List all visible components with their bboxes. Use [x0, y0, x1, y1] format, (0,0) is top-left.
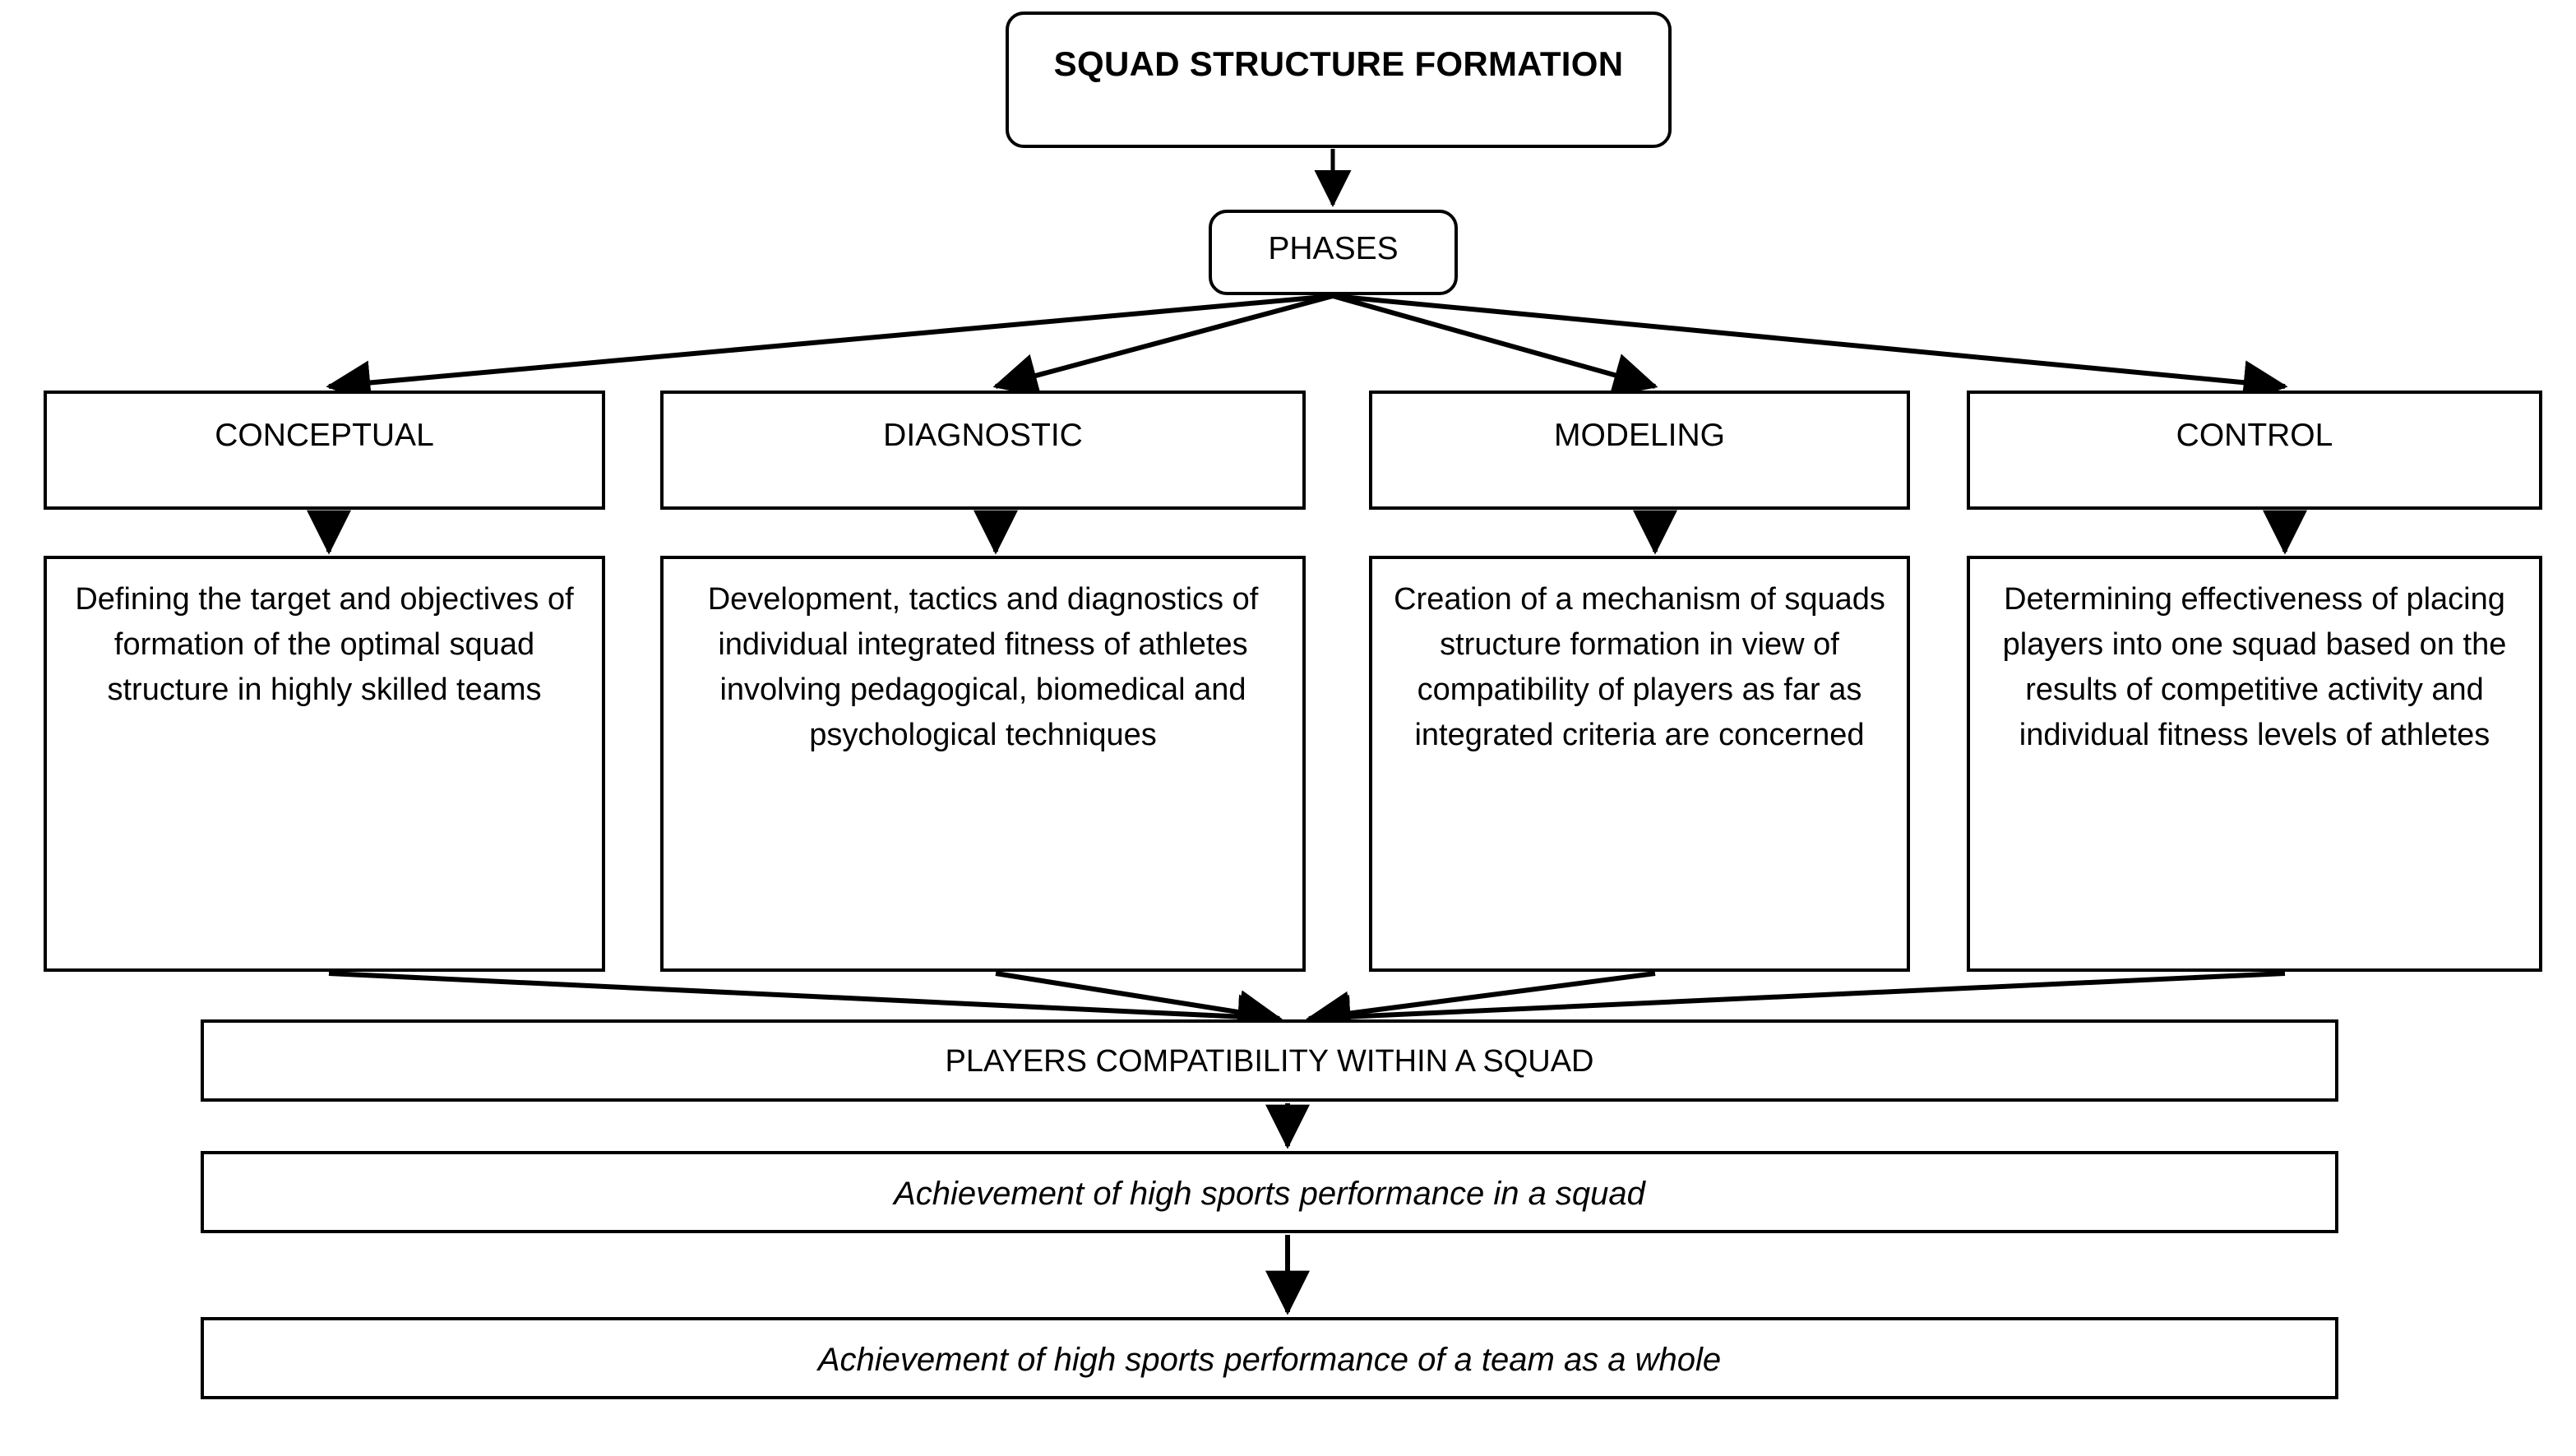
edge-phases-to-diagnostic	[992, 294, 1334, 398]
edge-phases-to-control	[1332, 294, 2288, 405]
node-phase-conceptual: CONCEPTUAL	[44, 391, 605, 510]
outcome-label: Achievement of high sports performance o…	[817, 1342, 1722, 1378]
edge-desc1-to-compatibility	[328, 971, 1283, 1039]
node-phase-control: CONTROL	[1967, 391, 2542, 510]
outcome-label: PLAYERS COMPATIBILITY WITHIN A SQUAD	[945, 1044, 1594, 1079]
edge-desc2-to-compatibility	[995, 971, 1283, 1034]
phases-label: PHASES	[1268, 231, 1399, 266]
node-team-performance: Achievement of high sports performance o…	[201, 1317, 2338, 1399]
phase-description-label: Determining effectiveness of placing pla…	[2002, 582, 2507, 753]
edge-phases-to-modeling	[1332, 294, 1658, 397]
node-phase-diagnostic-description: Development, tactics and diagnostics of …	[660, 556, 1306, 972]
phase-name-label: CONTROL	[2176, 418, 2333, 453]
edge-desc3-to-compatibility	[1306, 971, 1656, 1036]
phase-description-label: Development, tactics and diagnostics of …	[707, 582, 1259, 753]
phase-name-label: CONCEPTUAL	[215, 418, 434, 453]
phase-name-label: DIAGNOSTIC	[883, 418, 1083, 453]
node-phase-diagnostic: DIAGNOSTIC	[660, 391, 1306, 510]
title-label: SQUAD STRUCTURE FORMATION	[1053, 44, 1624, 83]
phase-name-label: MODELING	[1553, 418, 1726, 453]
phase-description-label: Defining the target and objectives of fo…	[75, 582, 574, 708]
node-players-compatibility: PLAYERS COMPATIBILITY WITHIN A SQUAD	[201, 1019, 2338, 1102]
phase-description-label: Creation of a mechanism of squads struct…	[1394, 582, 1885, 753]
node-phase-modeling-description: Creation of a mechanism of squads struct…	[1369, 556, 1910, 972]
edge-desc4-to-compatibility	[1306, 971, 2286, 1039]
node-phase-control-description: Determining effectiveness of placing pla…	[1967, 556, 2542, 972]
edge-phases-to-conceptual	[326, 294, 1334, 405]
node-phase-modeling: MODELING	[1369, 391, 1910, 510]
node-phase-conceptual-description: Defining the target and objectives of fo…	[44, 556, 605, 972]
outcome-label: Achievement of high sports performance i…	[894, 1176, 1645, 1212]
node-squad-structure-formation: SQUAD STRUCTURE FORMATION	[1006, 12, 1672, 148]
node-phases: PHASES	[1209, 210, 1458, 295]
node-squad-performance: Achievement of high sports performance i…	[201, 1151, 2338, 1233]
